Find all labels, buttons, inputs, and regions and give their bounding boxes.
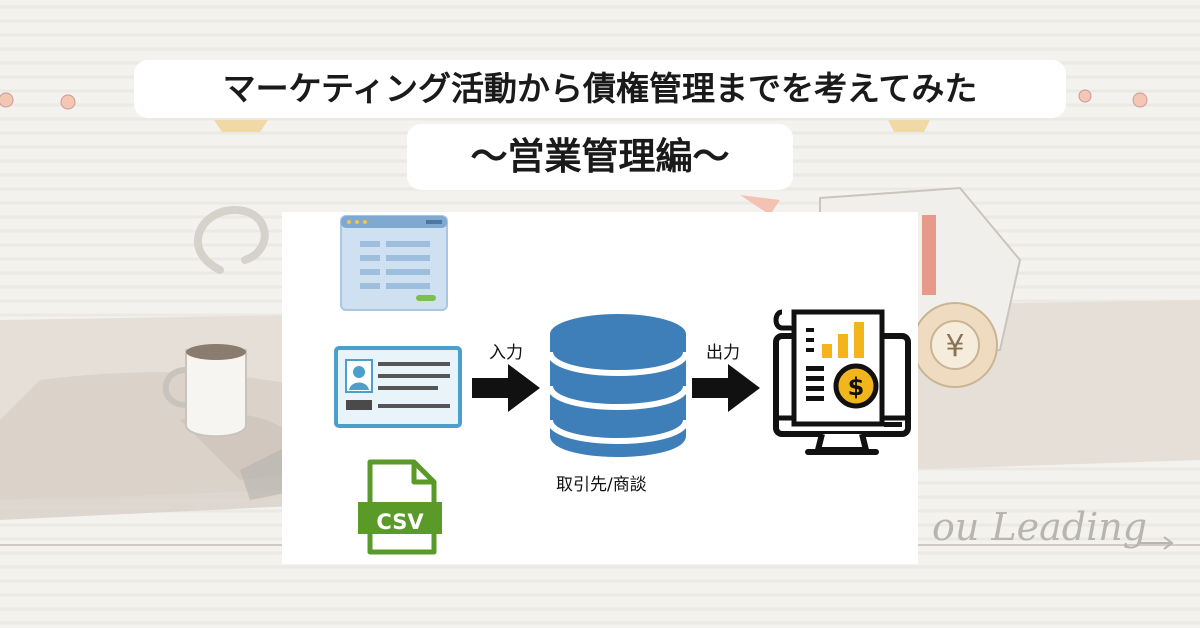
csv-file-icon (358, 459, 442, 555)
input-arrow-icon (472, 364, 540, 412)
page-title: マーケティング活動から債権管理までを考えてみた (134, 60, 1066, 118)
page-subtitle: 〜営業管理編〜 (407, 124, 793, 190)
business-card-icon (334, 346, 462, 428)
output-label: 出力 (706, 343, 740, 363)
csv-label: CSV (376, 510, 424, 534)
yen-symbol: ¥ (945, 329, 964, 364)
input-label: 入力 (489, 343, 523, 363)
background-handwriting: ou Leading (932, 505, 1147, 549)
web-form-icon (340, 215, 448, 311)
database-label: 取引先/商談 (556, 475, 647, 495)
database-icon (547, 314, 689, 457)
dollar-symbol: $ (848, 373, 865, 401)
sales-report-monitor-icon: $ (773, 309, 911, 455)
output-arrow-icon (692, 364, 760, 412)
